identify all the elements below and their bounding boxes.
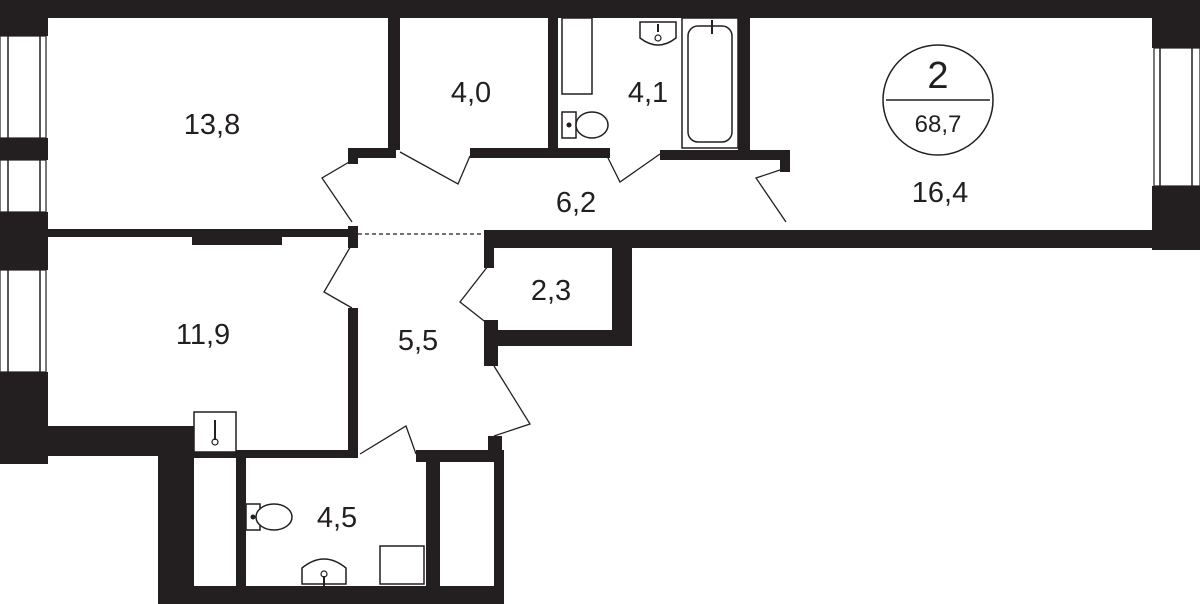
apartment-badge: 2 68,7	[882, 44, 994, 156]
room-count: 2	[927, 55, 948, 97]
room-labels: 13,8 4,0 4,1 16,4 6,2 2,3 11,9 5,5 4,5	[176, 77, 968, 534]
bathtub-icon	[681, 17, 739, 149]
sink-icon	[301, 558, 347, 586]
windows	[0, 35, 1200, 373]
room-area-bathroom-top: 4,1	[628, 77, 668, 109]
utility-sink-icon	[193, 411, 237, 453]
sink-icon	[639, 21, 677, 46]
closet-shelf	[561, 17, 593, 95]
room-area-living-room: 16,4	[912, 177, 968, 209]
room-area-storage: 2,3	[531, 275, 571, 307]
toilet-icon	[245, 503, 293, 531]
room-area-wardrobe-top: 4,0	[451, 77, 491, 109]
room-area-bedroom-top-left: 13,8	[184, 109, 240, 141]
shower-tray	[379, 545, 425, 585]
fixtures	[193, 17, 739, 586]
room-area-bathroom-bottom: 4,5	[317, 502, 357, 534]
total-area: 68,7	[915, 111, 962, 138]
room-area-corridor: 6,2	[556, 187, 596, 219]
room-area-hallway: 5,5	[398, 325, 438, 357]
doors	[321, 151, 787, 455]
room-area-bedroom-left: 11,9	[176, 319, 230, 351]
toilet-icon	[561, 111, 609, 139]
